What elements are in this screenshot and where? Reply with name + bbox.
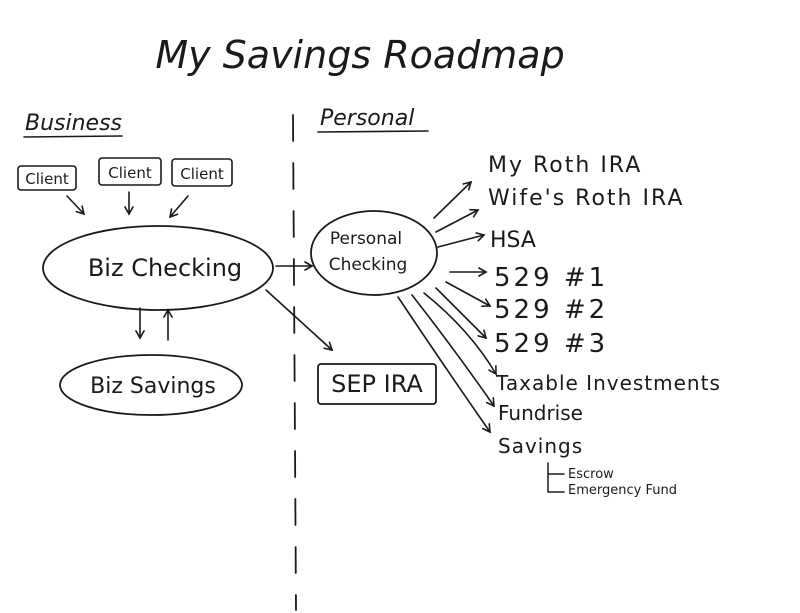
personal-checking-label-line1: Personal — [330, 229, 402, 249]
arrow-to-savings — [397, 296, 491, 434]
arrow-to-wifes-roth-ira — [435, 208, 480, 233]
destination-hsa: HSA — [490, 228, 536, 253]
business-header-underline — [23, 135, 123, 138]
sep-ira-node: SEP IRA — [317, 363, 437, 405]
arrow-to-529-3 — [435, 287, 488, 340]
destination-wifes-roth-ira: Wife's Roth IRA — [488, 186, 684, 211]
personal-header: Personal — [320, 106, 414, 131]
biz-checking-label: Biz Checking — [88, 254, 242, 282]
destination-fundrise: Fundrise — [498, 401, 583, 425]
page-title: My Savings Roadmap — [155, 33, 564, 77]
destination-savings: Savings — [498, 434, 583, 458]
business-header: Business — [25, 111, 122, 136]
biz-savings-node: Biz Savings — [59, 354, 243, 416]
biz-checking-node: Biz Checking — [42, 225, 274, 311]
client-label: Client — [25, 170, 69, 188]
personal-checking-label-line2: Checking — [329, 255, 408, 275]
savings-sub-emergency-fund: Emergency Fund — [568, 483, 677, 498]
client-label: Client — [108, 164, 152, 182]
arrow-to-taxable-investments — [423, 292, 497, 376]
destination-taxable-investments: Taxable Investments — [495, 371, 721, 395]
arrow-biz-to-sep-ira — [265, 289, 334, 352]
arrow-to-529-2 — [445, 281, 492, 307]
destination-529-1: 529 #1 — [494, 263, 608, 293]
arrow-client1-to-biz-checking — [66, 195, 86, 216]
savings-sub-escrow: Escrow — [568, 467, 614, 482]
client-label: Client — [180, 165, 224, 183]
arrow-to-hsa — [437, 232, 486, 248]
savings-sub-connector — [547, 462, 565, 493]
destination-529-2: 529 #2 — [494, 295, 608, 325]
personal-header-underline — [317, 130, 429, 133]
client-box-1: Client — [17, 165, 77, 191]
biz-savings-label: Biz Savings — [90, 374, 216, 399]
personal-checking-node: Personal Checking — [310, 210, 438, 296]
client-box-2: Client — [98, 157, 162, 186]
destination-529-3: 529 #3 — [494, 329, 608, 359]
arrow-client3-to-biz-checking — [168, 195, 189, 219]
client-box-3: Client — [171, 158, 233, 187]
arrow-to-fundrise — [411, 294, 495, 408]
section-divider — [292, 114, 297, 611]
sep-ira-label: SEP IRA — [331, 370, 423, 398]
arrow-to-my-roth-ira — [433, 180, 473, 219]
destination-my-roth-ira: My Roth IRA — [488, 153, 642, 178]
